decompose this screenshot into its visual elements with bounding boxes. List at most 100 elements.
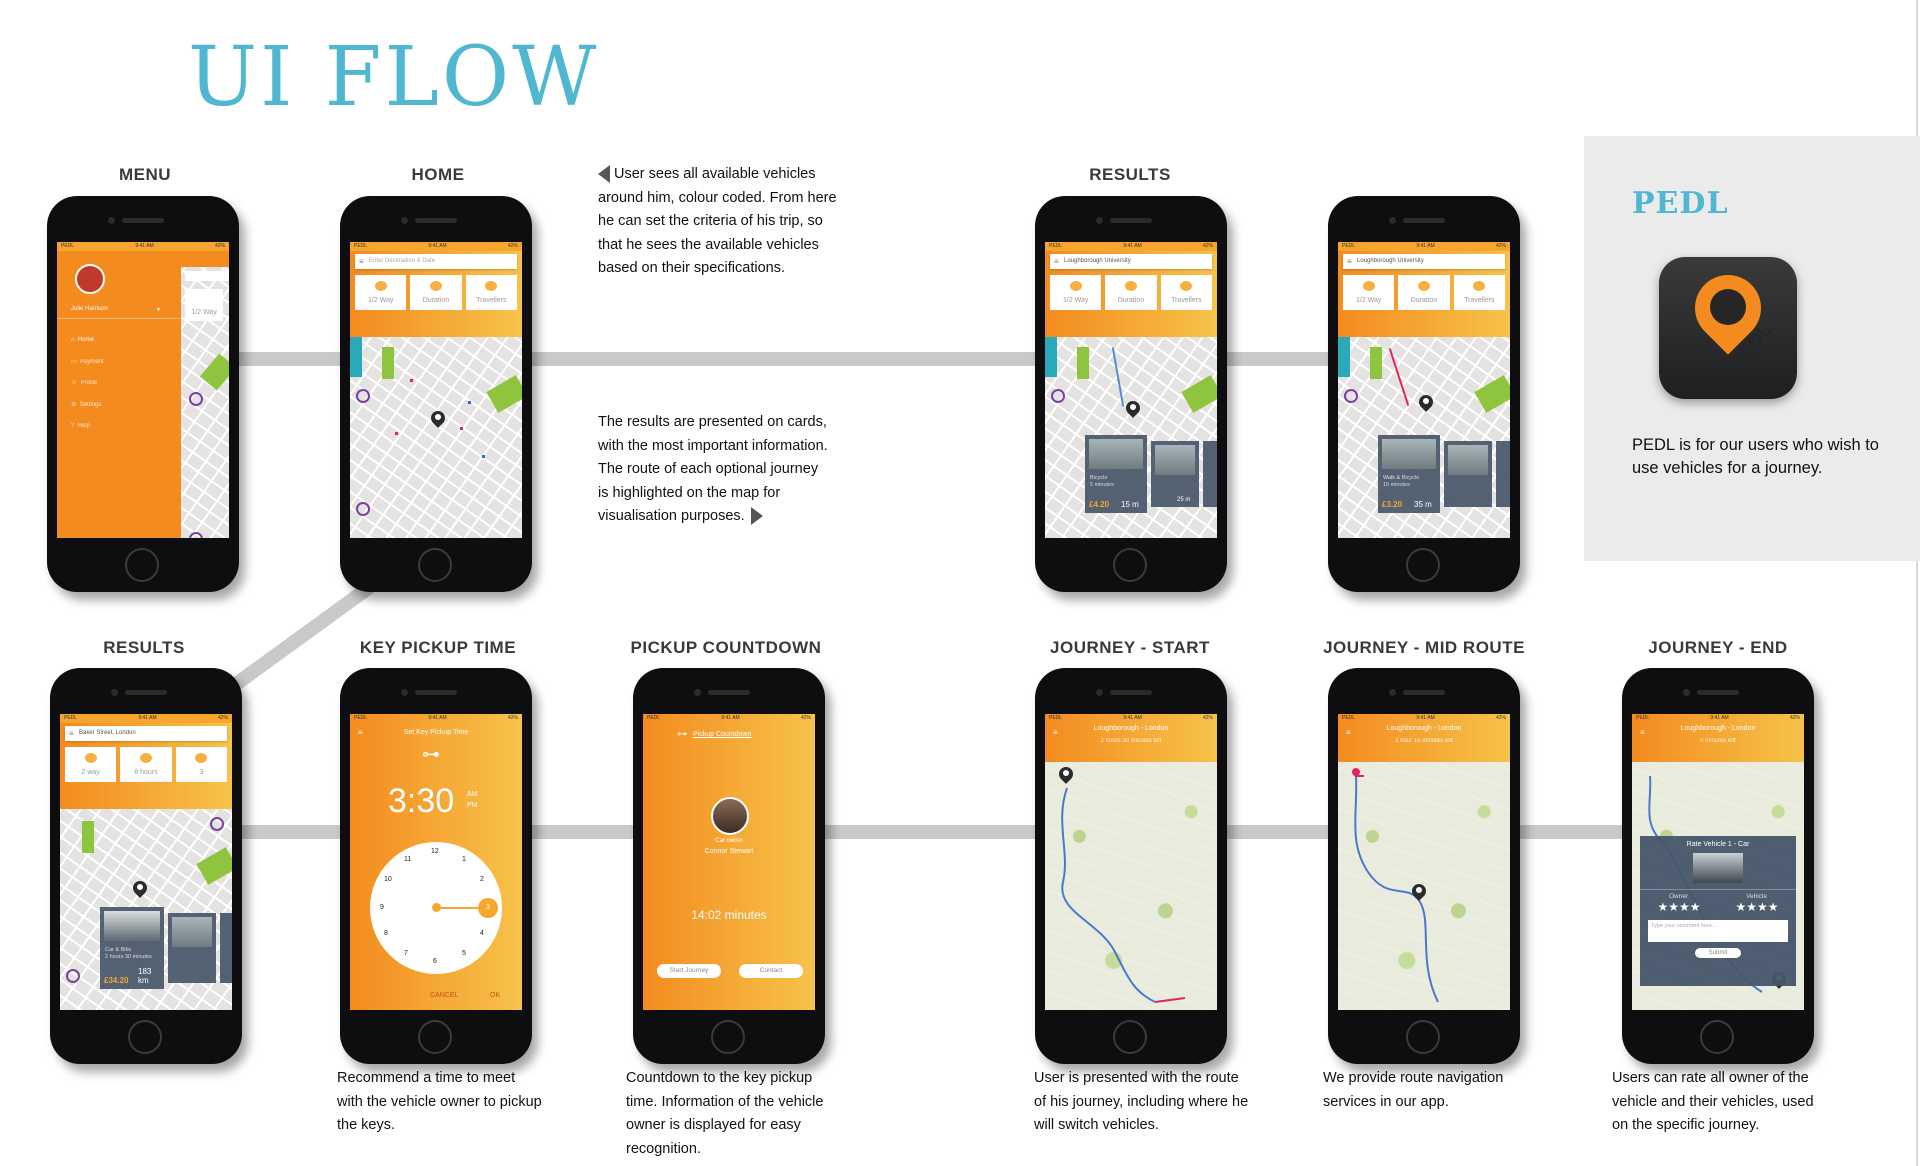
route-title: Loughborough - London xyxy=(1093,725,1169,732)
filter-way[interactable]: 1/2 Way xyxy=(1050,275,1102,310)
home-button[interactable] xyxy=(418,1020,452,1054)
countdown-remaining: 14:02 minutes xyxy=(691,908,767,922)
filter-travellers[interactable]: Travellers xyxy=(465,275,517,310)
filter-travellers[interactable]: 3 xyxy=(175,747,227,782)
filter-travellers[interactable]: Travellers xyxy=(1160,275,1212,310)
tube-icon xyxy=(1051,389,1065,403)
menu-item-profile[interactable]: ☺ Profile xyxy=(71,380,98,386)
filter-way[interactable]: 1/2 Way xyxy=(1343,275,1395,310)
label-menu: MENU xyxy=(118,165,172,184)
result-card[interactable] xyxy=(1444,441,1492,507)
result-card[interactable] xyxy=(1496,441,1510,507)
home-button[interactable] xyxy=(1113,548,1147,582)
menu-icon[interactable]: ≡ xyxy=(358,728,363,737)
start-pin-icon[interactable] xyxy=(1059,767,1073,785)
pm-option[interactable]: PM xyxy=(467,802,478,809)
owner-star-rating[interactable]: ★★★★ xyxy=(1657,900,1701,914)
search-input[interactable]: Loughborough University xyxy=(1343,254,1505,269)
home-button[interactable] xyxy=(1700,1020,1734,1054)
menu-item-settings[interactable]: ⚙ Settings xyxy=(71,401,102,408)
filter-duration[interactable]: Duration xyxy=(410,275,462,310)
menu-icon[interactable]: ≡ xyxy=(1346,728,1351,737)
search-input[interactable]: Baker Street, London xyxy=(65,726,227,741)
home-map[interactable] xyxy=(350,337,522,538)
time-left: 0 minutes left xyxy=(1700,738,1736,744)
filter-duration[interactable]: Duration xyxy=(1105,275,1157,310)
car-image xyxy=(1693,853,1743,883)
current-location-pin-icon[interactable] xyxy=(1412,884,1426,902)
result-card[interactable]: 25 m xyxy=(1151,441,1199,507)
search-input[interactable]: Loughborough University xyxy=(1050,254,1212,269)
avatar[interactable] xyxy=(75,264,105,294)
home-button[interactable] xyxy=(1113,1020,1147,1054)
result-card[interactable] xyxy=(1203,441,1217,507)
home-button[interactable] xyxy=(1406,1020,1440,1054)
submit-button[interactable]: Submit xyxy=(1695,948,1741,958)
start-journey-button[interactable]: Start Journey xyxy=(657,964,721,978)
selected-time[interactable]: 3:30 xyxy=(388,782,455,820)
journey-mid-map[interactable] xyxy=(1338,762,1510,1010)
location-pin-icon[interactable] xyxy=(1126,401,1140,419)
home-button[interactable] xyxy=(418,548,452,582)
tube-icon xyxy=(356,502,370,516)
location-pin-icon[interactable] xyxy=(133,881,147,899)
contact-button[interactable]: Contact xyxy=(739,964,803,978)
comment-input[interactable]: Type your comment here... xyxy=(1648,920,1788,942)
home-button[interactable] xyxy=(128,1020,162,1054)
filter-way[interactable]: 2 way xyxy=(65,747,117,782)
label-journey-mid: JOURNEY - MID ROUTE xyxy=(1323,638,1525,657)
am-option[interactable]: AM xyxy=(467,791,478,798)
cancel-button[interactable]: CANCEL xyxy=(430,992,459,999)
label-journey-end: JOURNEY - END xyxy=(1648,638,1788,657)
owner-label: Owner xyxy=(1668,893,1689,900)
home-button[interactable] xyxy=(125,548,159,582)
home-button[interactable] xyxy=(1406,548,1440,582)
menu-item-home[interactable]: ⌂ Home xyxy=(71,337,94,343)
label-pickup-countdown: PICKUP COUNTDOWN xyxy=(630,638,822,657)
user-location-pin-icon[interactable] xyxy=(431,411,445,429)
peek-filter[interactable]: 1/2 Way xyxy=(185,289,223,321)
clock-selected-3[interactable]: 3 xyxy=(478,898,498,918)
search-input[interactable]: Enter Destination & Date xyxy=(355,254,517,269)
filter-travellers[interactable]: Travellers xyxy=(1453,275,1505,310)
tube-icon xyxy=(66,969,80,983)
desc-journey-start: User is presented with the route of his … xyxy=(1034,1070,1249,1133)
result-card[interactable] xyxy=(220,913,232,983)
journey-start-map[interactable] xyxy=(1045,762,1217,1010)
menu-item-help[interactable]: ? Help xyxy=(71,423,91,429)
menu-icon[interactable]: ≡ xyxy=(1640,728,1645,737)
label-journey-start: JOURNEY - START xyxy=(1050,638,1210,657)
am-pm-toggle[interactable]: AM PM xyxy=(467,789,478,811)
clock-face[interactable]: 3 12 1 2 4 5 6 7 8 9 10 11 xyxy=(370,842,502,974)
key-pickup-heading: Set Key Pickup Time xyxy=(403,729,469,736)
rating-title: Rate Vehicle 1 - Car xyxy=(1686,841,1750,848)
result-card[interactable] xyxy=(168,913,216,983)
chevron-down-icon[interactable]: ▾ xyxy=(157,307,161,313)
ok-button[interactable]: OK xyxy=(490,992,501,999)
filter-duration[interactable]: 8 hours xyxy=(120,747,172,782)
vehicle-star-rating[interactable]: ★★★★ xyxy=(1735,900,1779,914)
flow-connector-top-right xyxy=(1220,352,1350,366)
filter-duration[interactable]: Duration xyxy=(1398,275,1450,310)
filter-way[interactable]: 1/2 Way xyxy=(355,275,407,310)
menu-icon[interactable]: ≡ xyxy=(1053,728,1058,737)
home-button[interactable] xyxy=(711,1020,745,1054)
location-pin-icon[interactable] xyxy=(1419,395,1433,413)
menu-item-payment[interactable]: ▭ Payment xyxy=(71,358,104,365)
route-title: Loughborough - London xyxy=(1680,725,1756,732)
